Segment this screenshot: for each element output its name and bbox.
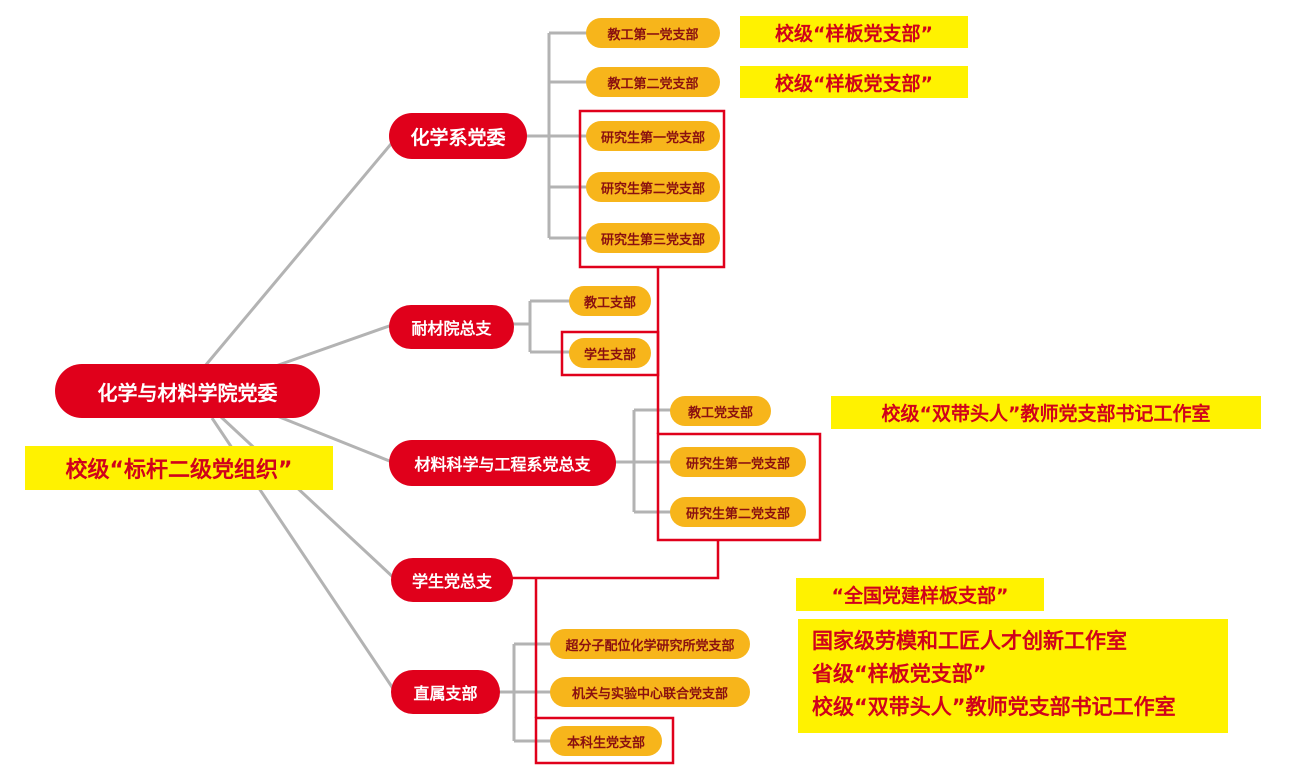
committee-chemistry: 化学系党委 [389, 113, 527, 159]
branch-materials-faculty: 教工党支部 [670, 396, 771, 426]
committee-students: 学生党总支 [391, 558, 513, 602]
honor-tag-chem-faculty-2: 校级“样板党支部” [740, 66, 968, 98]
branch-chem-grad-3: 研究生第三党支部 [586, 223, 720, 253]
honor-list-item: 国家级劳模和工匠人才创新工作室 [812, 629, 1127, 653]
branch-direct-undergrad: 本科生党支部 [550, 726, 662, 756]
honor-list: 国家级劳模和工匠人才创新工作室 省级“样板党支部” 校级“双带头人”教师党支部书… [798, 619, 1228, 733]
root-honor-tag: 校级“标杆二级党组织” [25, 446, 333, 490]
honor-list-item: 省级“样板党支部” [812, 662, 987, 686]
branch-materials-grad-1: 研究生第一党支部 [670, 447, 806, 477]
committee-refractory: 耐材院总支 [389, 305, 514, 349]
committee-materials: 材料科学与工程系党总支 [389, 440, 616, 486]
honor-tag-materials-faculty: 校级“双带头人”教师党支部书记工作室 [831, 396, 1261, 429]
branch-chem-faculty-1: 教工第一党支部 [586, 18, 720, 48]
committee-direct: 直属支部 [391, 670, 500, 714]
branch-refractory-faculty: 教工支部 [569, 286, 651, 316]
branch-chem-grad-2: 研究生第二党支部 [586, 172, 720, 202]
root-node: 化学与材料学院党委 [55, 364, 320, 418]
branch-refractory-students: 学生支部 [569, 338, 651, 368]
branch-chem-grad-1: 研究生第一党支部 [586, 121, 720, 151]
branch-chem-faculty-2: 教工第二党支部 [586, 67, 720, 97]
branch-direct-supramolecular: 超分子配位化学研究所党支部 [550, 629, 750, 659]
honor-tag-national: “全国党建样板支部” [796, 578, 1044, 611]
honor-tag-chem-faculty-1: 校级“样板党支部” [740, 16, 968, 48]
honor-list-item: 校级“双带头人”教师党支部书记工作室 [812, 695, 1176, 719]
branch-materials-grad-2: 研究生第二党支部 [670, 497, 806, 527]
branch-direct-admin-lab: 机关与实验中心联合党支部 [550, 677, 750, 707]
